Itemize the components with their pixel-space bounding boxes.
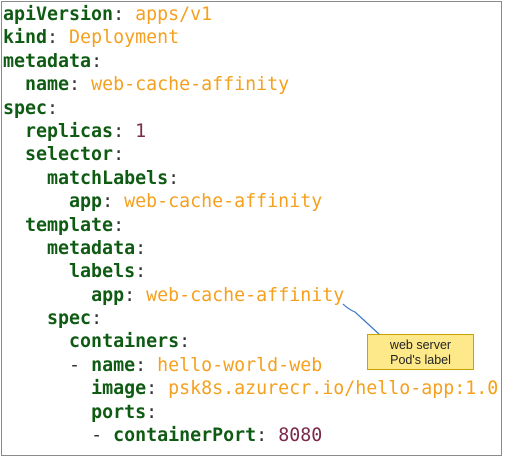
yaml-value: hello-world-web: [146, 354, 323, 376]
code-line: ports:: [3, 401, 498, 424]
code-line: image: psk8s.azurecr.io/hello-app:1.0: [3, 377, 498, 400]
yaml-key: matchLabels: [47, 167, 169, 189]
callout-line-1: web server: [389, 338, 452, 352]
code-line: spec:: [3, 307, 498, 330]
yaml-value: web-cache-affinity: [80, 74, 290, 96]
code-line: containers:: [3, 330, 498, 353]
yaml-colon: :: [102, 191, 114, 213]
yaml-key: containers: [69, 331, 180, 353]
yaml-colon: :: [135, 237, 147, 259]
yaml-value: 8080: [267, 425, 323, 447]
yaml-value: psk8s.azurecr.io/hello-app:1.0: [157, 378, 499, 400]
code-line: replicas: 1: [3, 120, 498, 143]
yaml-colon: :: [256, 425, 268, 447]
code-line: - name: hello-world-web: [3, 354, 498, 377]
yaml-key: name: [91, 354, 136, 376]
yaml-colon: :: [91, 308, 103, 330]
list-dash: -: [69, 354, 92, 376]
yaml-key: template: [25, 214, 114, 236]
code-line: metadata:: [3, 50, 498, 73]
annotation-callout: web server Pod's label: [367, 334, 474, 370]
yaml-colon: :: [124, 284, 136, 306]
yaml-colon: :: [113, 4, 125, 25]
yaml-key: metadata: [3, 50, 92, 72]
yaml-colon: :: [113, 214, 125, 236]
yaml-colon: :: [146, 378, 158, 400]
yaml-key: spec: [3, 97, 48, 119]
yaml-key: metadata: [47, 237, 136, 259]
yaml-key: ports: [91, 401, 147, 423]
code-line: - containerPort: 8080: [3, 424, 498, 447]
yaml-value: web-cache-affinity: [135, 284, 345, 306]
yaml-key: app: [91, 284, 125, 306]
yaml-colon: :: [135, 261, 147, 283]
yaml-value: web-cache-affinity: [113, 191, 323, 213]
code-line: app: web-cache-affinity: [3, 190, 498, 213]
yaml-colon: :: [168, 167, 180, 189]
yaml-value: Deployment: [58, 27, 180, 49]
yaml-value: apps/v1: [124, 4, 213, 25]
yaml-key: app: [69, 191, 103, 213]
yaml-colon: :: [179, 331, 191, 353]
code-line: apiVersion: apps/v1: [3, 3, 498, 26]
yaml-key: labels: [69, 261, 136, 283]
code-line: matchLabels:: [3, 167, 498, 190]
yaml-colon: :: [146, 401, 158, 423]
yaml-value: 1: [124, 120, 147, 142]
yaml-key: apiVersion: [3, 4, 114, 25]
code-line: app: web-cache-affinity: [3, 284, 498, 307]
yaml-colon: :: [113, 120, 125, 142]
code-line: labels:: [3, 260, 498, 283]
yaml-key: name: [25, 74, 70, 96]
yaml-key: kind: [3, 27, 48, 49]
yaml-key: spec: [47, 308, 92, 330]
yaml-colon: :: [91, 50, 103, 72]
yaml-colon: :: [69, 74, 81, 96]
yaml-colon: :: [47, 97, 59, 119]
yaml-colon: :: [47, 27, 59, 49]
code-line: name: web-cache-affinity: [3, 73, 498, 96]
yaml-colon: :: [113, 144, 125, 166]
code-line: kind: Deployment: [3, 26, 498, 49]
code-line: template:: [3, 214, 498, 237]
yaml-key: image: [91, 378, 147, 400]
list-dash: -: [91, 425, 114, 447]
yaml-key: selector: [25, 144, 114, 166]
code-line: metadata:: [3, 237, 498, 260]
code-line: selector:: [3, 143, 498, 166]
yaml-colon: :: [135, 354, 147, 376]
yaml-key: replicas: [25, 120, 114, 142]
callout-line-2: Pod's label: [390, 353, 451, 367]
yaml-key: containerPort: [113, 425, 257, 447]
code-line: spec:: [3, 97, 498, 120]
